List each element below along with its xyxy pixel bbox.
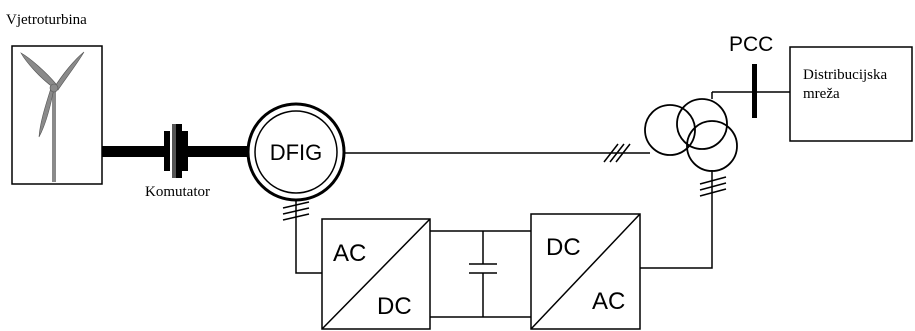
wind-turbine-box [11,45,103,185]
three-phase-marker-stator [603,143,631,163]
three-phase-marker-grid-side [699,176,727,197]
turbine-hub-icon [49,83,59,93]
inverter-block: DC AC [530,213,641,330]
turbine-blades-icon [20,51,85,138]
wind-turbine-block [11,45,103,185]
dfig-label: DFIG [270,140,323,165]
commutator-label: Komutator [145,184,210,200]
transformer-icon [644,98,738,172]
dfig-generator: DFIG [246,102,346,202]
turbine-tower-icon [52,88,56,182]
shaft-left [102,146,164,157]
grid-label-line1: Distribucijska [803,67,887,83]
rectifier-top-label: AC [333,240,366,267]
rectifier-bottom-label: DC [377,293,412,320]
rotor-line [295,200,322,274]
pcc-bar [752,64,757,118]
grid-side-converter-line [640,170,713,269]
pcc-label: PCC [729,33,773,56]
grid-label-line2: mreža [803,86,840,102]
shaft-right [188,146,252,157]
dc-link [430,230,531,318]
wind-turbine-label: Vjetroturbina [6,12,87,28]
inverter-bottom-label: AC [592,288,625,315]
inverter-top-label: DC [546,234,581,261]
distribution-grid-block: Distribucijska mreža [789,46,913,142]
rectifier-block: AC DC [321,218,431,330]
commutator-block [164,124,188,178]
three-phase-marker-rotor [282,201,310,221]
